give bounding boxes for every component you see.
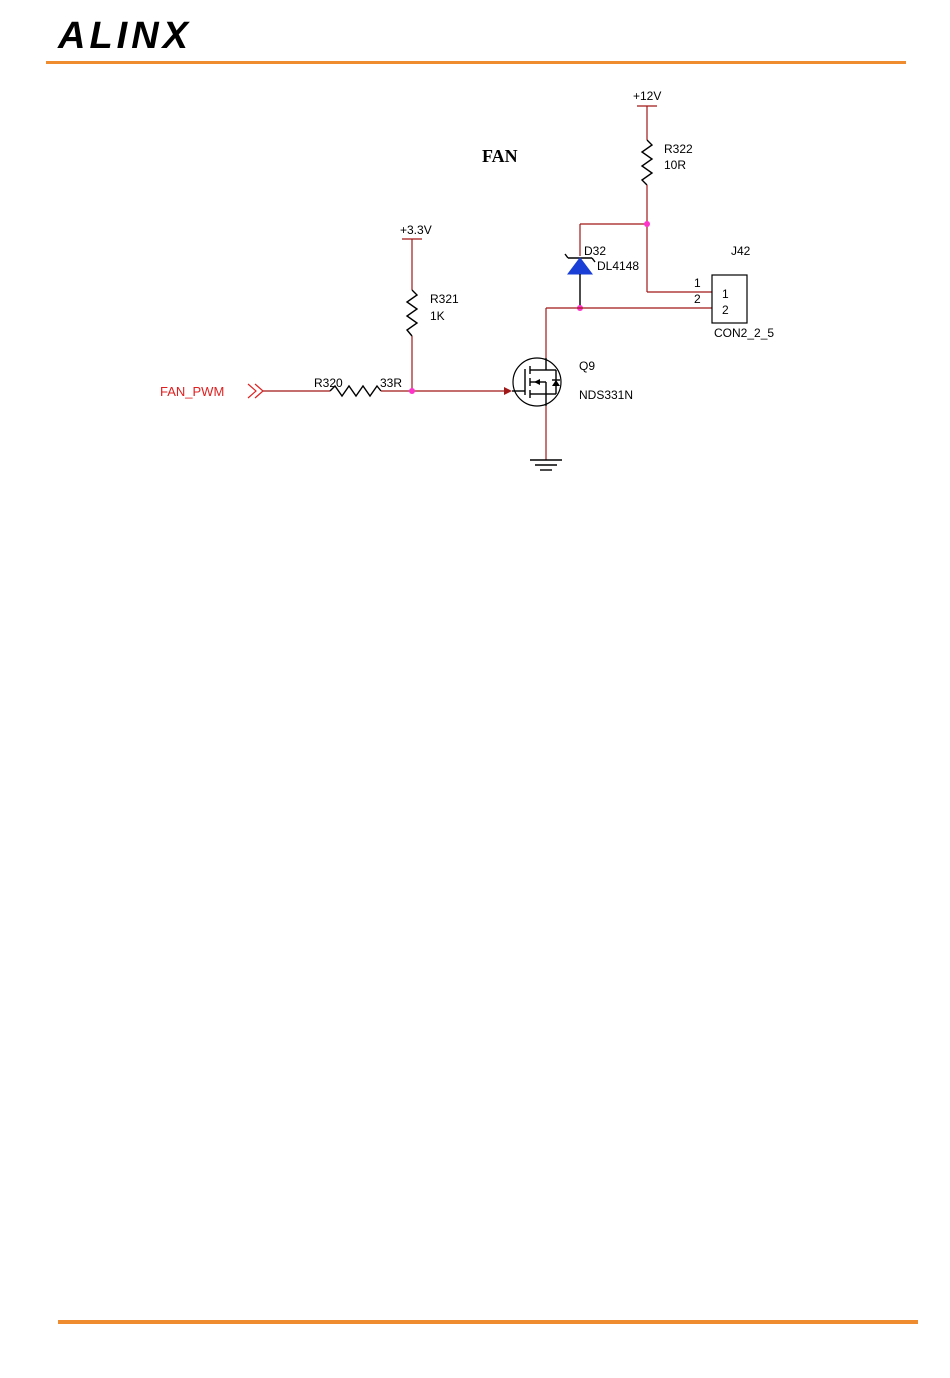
r320-ref: R320: [314, 376, 343, 390]
ground-symbol: [530, 406, 562, 470]
q9-value: NDS331N: [579, 388, 633, 402]
r321-ref: R321: [430, 292, 459, 306]
footer-rule: [58, 1320, 918, 1324]
r322-value: 10R: [664, 158, 686, 172]
power-12v-label: +12V: [633, 89, 661, 103]
power-3v3-label: +3.3V: [400, 223, 432, 237]
r322-ref: R322: [664, 142, 693, 156]
mosfet-q9: Q9 NDS331N: [504, 358, 633, 406]
fan-pwm-label: FAN_PWM: [160, 384, 224, 399]
j42-pin1-inner: 1: [722, 287, 729, 301]
power-3v3: +3.3V: [400, 223, 432, 290]
junction-node: [409, 388, 415, 394]
fan-pwm-port: FAN_PWM: [160, 384, 263, 399]
resistor-r321: R321 1K: [407, 290, 459, 391]
diode-d32: D32 DL4148: [565, 244, 639, 308]
j42-value: CON2_2_5: [714, 326, 774, 340]
r320-value: 33R: [380, 376, 402, 390]
r321-value: 1K: [430, 309, 445, 323]
j42-pin1-outer: 1: [694, 276, 701, 290]
resistor-r322: R322 10R: [642, 140, 693, 224]
power-12v: +12V: [633, 89, 661, 140]
junction-node: [644, 221, 650, 227]
d32-ref: D32: [584, 244, 606, 258]
q9-ref: Q9: [579, 359, 595, 373]
schematic-title: FAN: [482, 146, 518, 166]
j42-pin2-outer: 2: [694, 292, 701, 306]
j42-ref: J42: [731, 244, 751, 258]
d32-value: DL4148: [597, 259, 639, 273]
j42-pin2-inner: 2: [722, 303, 729, 317]
